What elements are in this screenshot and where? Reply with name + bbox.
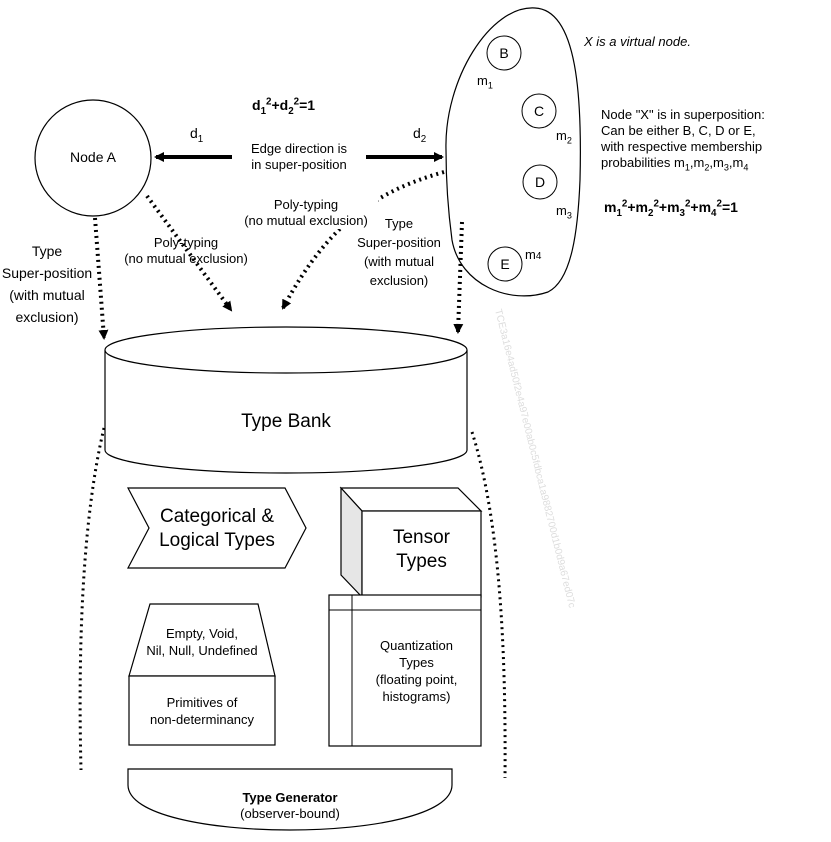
tensor-label: Tensor Types — [392, 527, 451, 572]
type-generator-shape[interactable] — [127, 768, 453, 831]
member-d-weight: m3 — [556, 203, 572, 221]
empty-void-label: Empty, Void, Nil, Null, Undefined — [146, 626, 258, 658]
right-type-superposition-label: Type Super-position (with mutual exclusi… — [357, 216, 441, 288]
membership-equation: m12+m22+m32+m42=1 — [604, 198, 738, 219]
type-bank-cylinder-body[interactable] — [104, 350, 468, 474]
member-d-circle[interactable] — [522, 164, 558, 200]
member-b-weight: m1 — [477, 73, 493, 91]
arrow-x-type-superposition — [453, 221, 464, 334]
right-polytyping-label: Poly-typing (no mutual exclusion) — [234, 197, 378, 229]
virtual-node-x-shape[interactable] — [445, 7, 582, 297]
primitives-label: Primitives of non-determinancy — [149, 695, 255, 727]
type-bank-cylinder-top[interactable] — [104, 326, 468, 374]
type-bank-label: Type Bank — [241, 411, 331, 432]
node-a-label: Node A — [70, 149, 116, 165]
edge-equation: d12+d22=1 — [252, 96, 316, 117]
quantization-label: Quantization Types (floating point, hist… — [375, 638, 458, 704]
member-d-label: D — [534, 174, 546, 190]
categorical-chevron-shape[interactable] — [127, 487, 307, 569]
tensor-box-front[interactable] — [361, 510, 482, 598]
member-e-weight: m4 — [525, 247, 542, 262]
member-e-label: E — [500, 256, 510, 272]
watermark-text: TCE3a16e4ad50f2e4a97e00ab0c5fdbca1a98827… — [492, 308, 577, 609]
container-left-boundary — [78, 427, 106, 771]
member-c-label: C — [533, 103, 545, 119]
virtual-node-description: Node "X" is in superposition: Can be eit… — [601, 107, 765, 173]
quantization-box[interactable] — [328, 594, 482, 747]
member-e-circle[interactable] — [487, 246, 523, 282]
node-a-circle[interactable] — [34, 99, 152, 217]
member-b-label: B — [499, 45, 509, 61]
edge-direction-text: Edge direction is in super-position — [232, 141, 366, 173]
d2-label: d2 — [413, 125, 427, 145]
arrow-a-type-superposition — [93, 217, 109, 340]
left-type-superposition-label: Type Super-position (with mutual exclusi… — [1, 243, 93, 325]
left-polytyping-label: Poly-typing (no mutual exclusion) — [124, 235, 248, 266]
d1-label: d1 — [190, 125, 204, 145]
member-c-circle[interactable] — [521, 93, 557, 129]
type-generator-label: Type Generator (observer-bound) — [240, 790, 340, 821]
tensor-box-top — [339, 487, 483, 512]
member-c-weight: m2 — [556, 128, 572, 146]
virtual-node-caption: X is a virtual node. — [584, 34, 691, 49]
member-b-circle[interactable] — [486, 35, 522, 71]
primitives-box[interactable] — [128, 675, 276, 746]
categorical-label: Categorical & Logical Types — [159, 506, 275, 551]
